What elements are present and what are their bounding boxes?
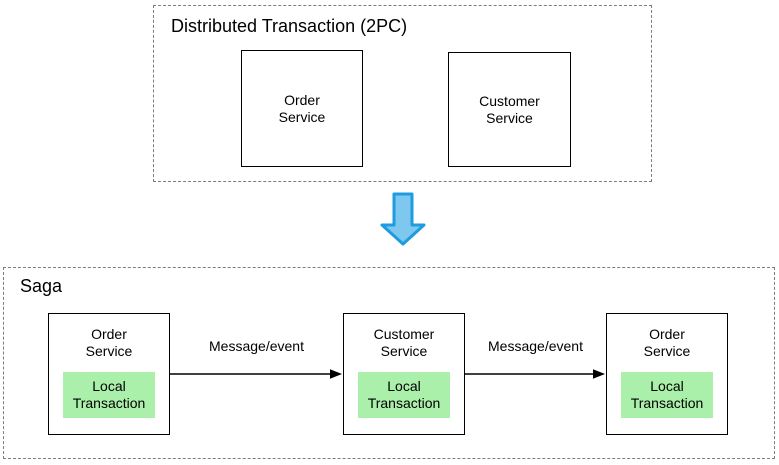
local-transaction-chip: Local Transaction: [621, 372, 713, 418]
service-box-order-service-saga-2[interactable]: Order Service Local Transaction: [606, 313, 728, 435]
local-transaction-label: Local Transaction: [367, 378, 441, 411]
local-transaction-label: Local Transaction: [630, 378, 704, 411]
connector-message-event-1: Message/event: [170, 338, 343, 384]
local-transaction-chip: Local Transaction: [358, 372, 450, 418]
service-box-label: Customer Service: [373, 326, 435, 359]
service-box-label: Order Service: [85, 326, 133, 359]
group-distributed-transaction-title: Distributed Transaction (2PC): [171, 16, 408, 36]
service-box-label: Order Service: [643, 326, 691, 359]
group-saga: [3, 267, 775, 459]
down-arrow-icon: [379, 192, 427, 247]
group-saga-title: Saga: [20, 276, 63, 296]
local-transaction-chip: Local Transaction: [63, 372, 155, 418]
connector-label: Message/event: [209, 338, 304, 354]
service-box-label: Customer Service: [479, 92, 540, 126]
service-box-customer-service-2pc[interactable]: Customer Service: [448, 52, 571, 167]
service-box-order-service-2pc[interactable]: Order Service: [241, 50, 363, 167]
local-transaction-label: Local Transaction: [72, 378, 146, 411]
connector-label: Message/event: [488, 338, 583, 354]
service-box-order-service-saga-1[interactable]: Order Service Local Transaction: [48, 313, 170, 435]
service-box-customer-service-saga[interactable]: Customer Service Local Transaction: [343, 313, 465, 435]
service-box-label: Order Service: [278, 91, 326, 125]
group-distributed-transaction: [153, 5, 652, 182]
connector-message-event-2: Message/event: [465, 338, 606, 384]
